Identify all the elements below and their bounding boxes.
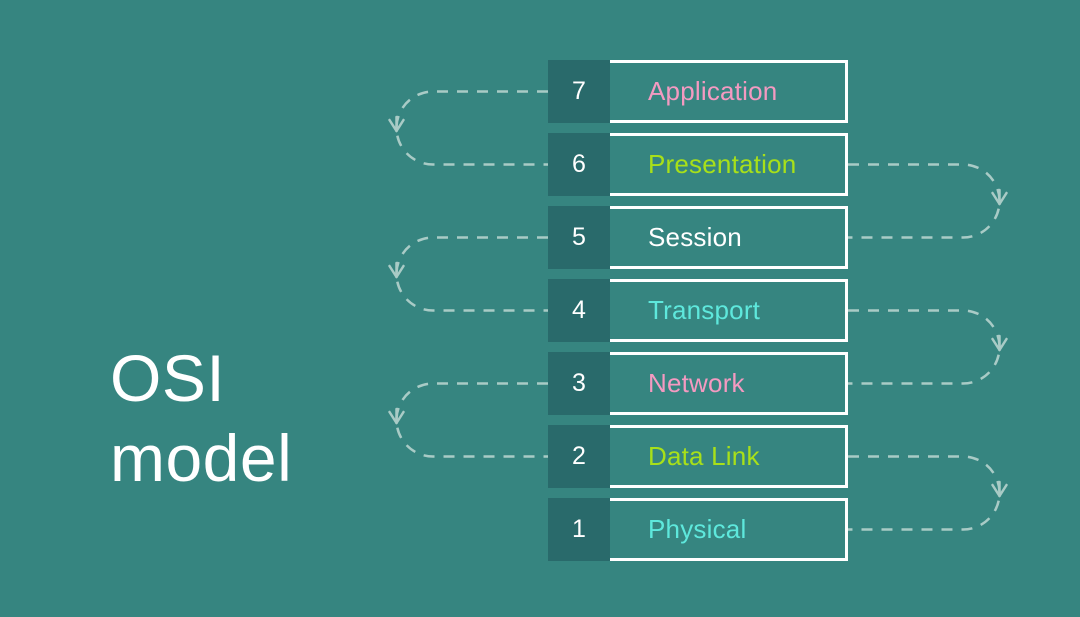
page-title: OSI model: [110, 341, 293, 495]
layer-name: Data Link: [610, 425, 848, 488]
layer-number: 7: [548, 60, 610, 123]
connector-path-left: [395, 90, 548, 166]
layer-name: Network: [610, 352, 848, 415]
layer-name: Session: [610, 206, 848, 269]
layer-number: 3: [548, 352, 610, 415]
connector-path-right: [848, 163, 1001, 239]
layer-number: 1: [548, 498, 610, 561]
layer-name: Presentation: [610, 133, 848, 196]
connector-path-right: [848, 309, 1001, 385]
arrowhead-icon: [991, 191, 1008, 206]
layer-number: 6: [548, 133, 610, 196]
arrowhead-icon: [991, 337, 1008, 352]
layer-number: 5: [548, 206, 610, 269]
connector-path-left: [395, 236, 548, 312]
arrowhead-icon: [991, 483, 1008, 498]
layer-name: Application: [610, 60, 848, 123]
connector-path-right: [848, 455, 1001, 531]
layer-number: 4: [548, 279, 610, 342]
arrowhead-icon: [388, 118, 405, 133]
layer-number: 2: [548, 425, 610, 488]
layer-name: Transport: [610, 279, 848, 342]
arrowhead-icon: [388, 264, 405, 279]
layer-name: Physical: [610, 498, 848, 561]
